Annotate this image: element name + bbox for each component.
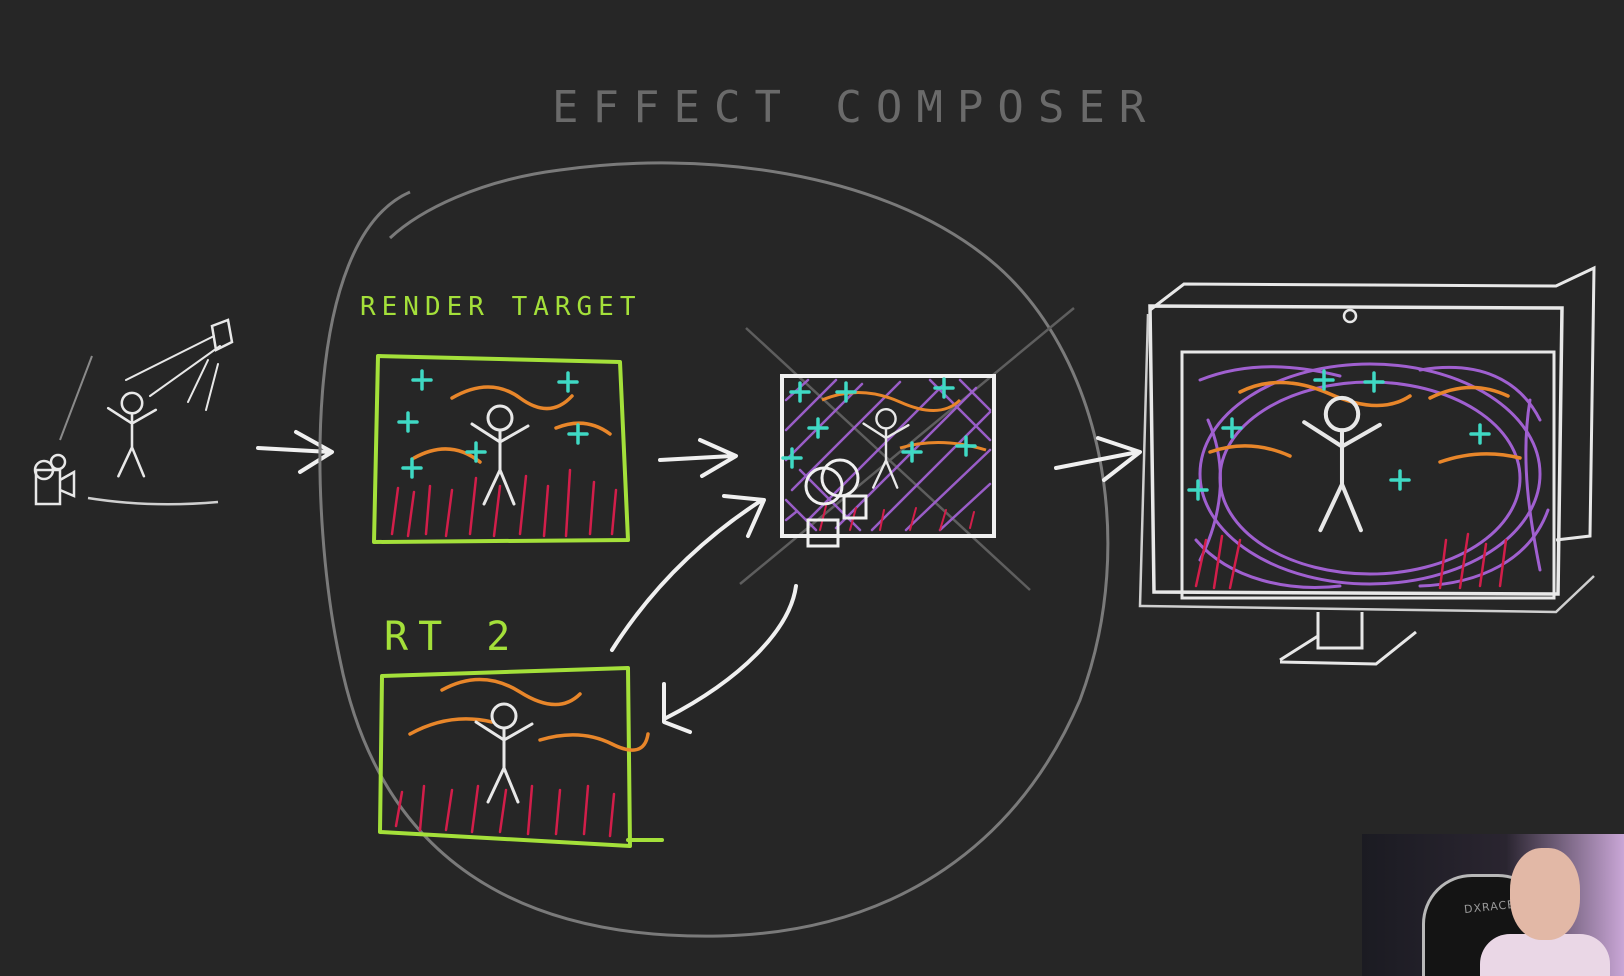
presenter-webcam: DXRACER — [1362, 834, 1624, 976]
arrow-icon — [658, 438, 738, 478]
ground-line — [87, 496, 219, 506]
rt2-label: RT 2 — [384, 614, 521, 660]
monitor-icon — [1138, 265, 1596, 666]
render-target-label: RENDER TARGET — [360, 292, 642, 322]
shader-pass-frame — [739, 307, 1075, 591]
effect-composer-outline — [318, 161, 1110, 938]
presenter-body — [1480, 934, 1610, 976]
presenter-head — [1510, 848, 1580, 940]
diagram-title: EFFECT COMPOSER — [552, 82, 1160, 133]
arrow-icon — [662, 584, 798, 734]
stick-figure-icon — [106, 391, 158, 478]
camera-icon — [33, 453, 76, 506]
shader-pass-icon — [804, 458, 868, 548]
arrow-icon — [610, 494, 766, 652]
scene-icon-group — [33, 318, 234, 506]
arrow-icon — [256, 430, 334, 474]
render-target-frame — [372, 354, 630, 544]
spotlight-icon — [125, 318, 234, 411]
view-line — [59, 355, 93, 441]
rt2-frame — [378, 666, 664, 848]
arrow-icon — [1054, 436, 1142, 482]
